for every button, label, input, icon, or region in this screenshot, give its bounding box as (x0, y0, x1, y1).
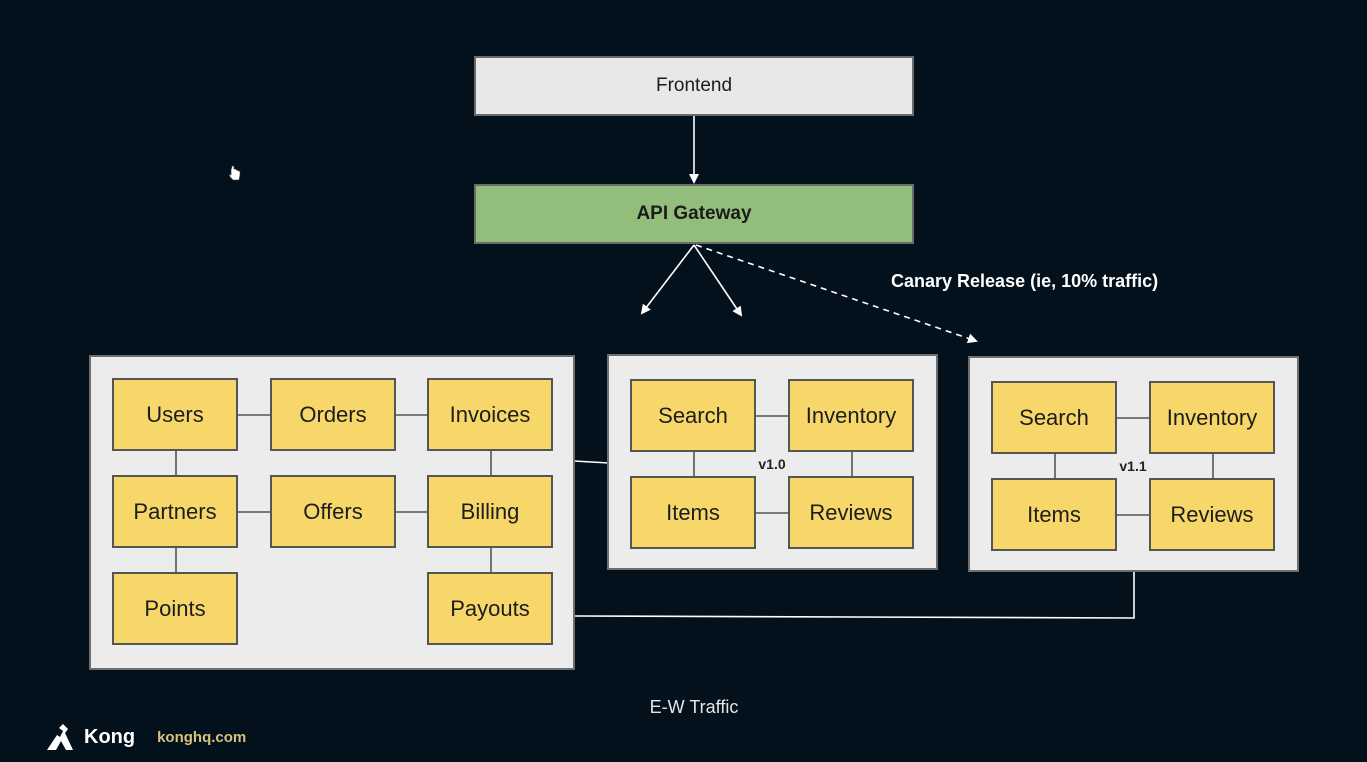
catalog-v1-0-panel: Search Inventory Items Reviews v1.0 (607, 354, 938, 570)
footer-brand: Kong konghq.com (44, 722, 246, 752)
version-label-v1-1: v1.1 (1119, 458, 1147, 474)
ew-link-monolith-catalog (573, 460, 610, 464)
kong-brand-name: Kong (84, 725, 136, 748)
inventory-service-v1-0: Inventory (788, 379, 914, 452)
version-label-v1-0: v1.0 (758, 456, 786, 472)
reviews-service-v1-1: Reviews (1149, 478, 1275, 551)
invoices-service: Invoices (427, 378, 553, 451)
users-service: Users (112, 378, 238, 451)
canary-dashed-arrow (695, 244, 978, 344)
orders-service: Orders (270, 378, 396, 451)
offers-service: Offers (270, 475, 396, 548)
items-service-v1-0: Items (630, 476, 756, 549)
reviews-service-v1-0: Reviews (788, 476, 914, 549)
monolith-panel: Users Orders Invoices Partners Offers Bi… (89, 355, 575, 670)
catalog-v1-0-internal-lines (693, 415, 853, 514)
gateway-right-arrow (693, 244, 743, 317)
kong-logo-icon (47, 724, 73, 750)
ew-link-monolith-canary (573, 571, 1135, 619)
canary-release-label: Canary Release (ie, 10% traffic) (891, 271, 1159, 291)
payouts-service: Payouts (427, 572, 553, 645)
catalog-v1-1-internal-lines (1054, 417, 1214, 516)
konghq-url: konghq.com (157, 728, 247, 746)
catalog-v1-1-panel: Search Inventory Items Reviews v1.1 (968, 356, 1299, 572)
items-service-v1-1: Items (991, 478, 1117, 551)
frontend-box: Frontend (474, 56, 914, 116)
search-service-v1-1: Search (991, 381, 1117, 454)
search-service-v1-0: Search (630, 379, 756, 452)
inventory-service-v1-1: Inventory (1149, 381, 1275, 454)
hand-cursor-icon (228, 165, 241, 181)
billing-service: Billing (427, 475, 553, 548)
api-gateway-box: API Gateway (474, 184, 914, 244)
ew-traffic-label: E-W Traffic (649, 697, 739, 717)
monolith-internal-lines (175, 414, 492, 574)
gateway-left-arrow (640, 244, 695, 315)
points-service: Points (112, 572, 238, 645)
partners-service: Partners (112, 475, 238, 548)
